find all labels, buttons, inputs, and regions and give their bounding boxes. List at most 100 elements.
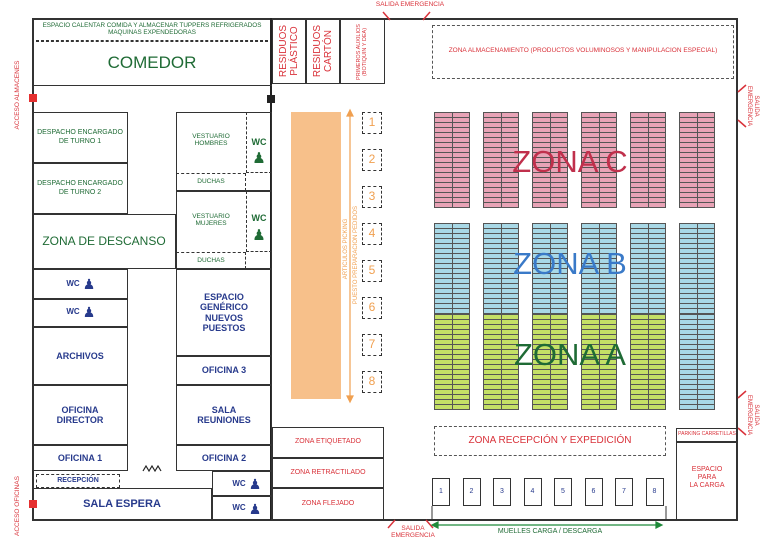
waste-plastic-bin <box>272 18 306 84</box>
reception-label: RECEPCIÓN <box>57 476 99 484</box>
emergency-exit-bottom: SALIDA EMERGENCIA <box>391 524 435 539</box>
rack-zone-b <box>581 223 617 319</box>
strapping-label: ZONA FLEJADO <box>301 500 355 508</box>
wc-4-room <box>212 496 272 521</box>
rack-zone-b <box>679 314 715 410</box>
zone-b-label: ZONA B <box>513 246 627 282</box>
zone-c-label: ZONA C <box>512 144 628 180</box>
picking-slot-3: 3 <box>362 186 382 208</box>
waiting-room-label: SALA ESPERA <box>83 497 161 510</box>
picking-slot-8: 8 <box>362 371 382 393</box>
rack-zone-b <box>630 223 666 319</box>
wc-women-area <box>246 191 272 252</box>
office-3-label: OFICINA 3 <box>201 365 247 376</box>
picking-slot-6: 6 <box>362 297 382 319</box>
bulk-storage-zone <box>432 25 734 79</box>
dock-7: 7 <box>615 478 633 506</box>
bulk-storage-label: ZONA ALMACENAMIENTO (PRODUCTOS VOLUMINOS… <box>448 47 718 55</box>
canteen-label: COMEDOR <box>107 53 197 73</box>
office-1-label: OFICINA 1 <box>57 452 103 463</box>
shrink-wrap-label: ZONA RETRACTILADO <box>290 468 366 476</box>
rack-zone-b <box>434 223 470 319</box>
man-icon: ♟ <box>252 150 266 168</box>
rack-zone-a <box>483 314 519 410</box>
wc-3-room <box>212 471 272 496</box>
rack-zone-a <box>434 314 470 410</box>
showers-men-area <box>176 173 246 191</box>
generic-space-room <box>176 269 272 356</box>
rest-zone-label: ZONA DE DESCANSO <box>42 233 166 248</box>
picking-slot-2: 2 <box>362 149 382 171</box>
forklift-parking-label: PARKING CARRETILLAS <box>678 431 736 438</box>
canteen-note: ESPACIO CALENTAR COMIDA Y ALMACENAR TUPP… <box>42 21 262 36</box>
picking-slot-4: 4 <box>362 223 382 245</box>
office-3-room <box>176 356 272 385</box>
picking-slot-5: 5 <box>362 260 382 282</box>
dock-8: 8 <box>645 478 664 506</box>
reception-expedition-label: ZONA RECEPCIÓN Y EXPEDICIÓN <box>468 435 632 447</box>
picking-slot-7: 7 <box>362 334 382 356</box>
person-icon: ♟ <box>248 500 262 517</box>
emergency-exit-top: SALIDA EMERGENCIA <box>375 1 445 9</box>
archives-room <box>32 327 128 385</box>
meeting-room <box>176 385 272 445</box>
woman-icon: ♟ <box>252 227 266 245</box>
docks-label: MUELLES CARGA / DESCARGA <box>497 527 603 535</box>
rack-zone-b <box>679 223 715 319</box>
director-office-label: OFICINA DIRECTOR <box>56 404 104 425</box>
wc-1-room <box>32 269 128 299</box>
dock-2: 2 <box>462 478 481 506</box>
rest-zone-room <box>32 214 176 269</box>
archives-label: ARCHIVOS <box>56 350 104 361</box>
shift-office-2-label: DESPACHO ENCARGADO DE TURNO 2 <box>37 180 123 196</box>
person-icon: ♟ <box>248 475 262 492</box>
access-warehouses-marker <box>29 94 37 102</box>
waste-plastic-label: RESIDUOS PLÁSTICO <box>277 24 301 78</box>
forklift-parking <box>676 428 738 442</box>
wc-4-label: WC <box>232 503 246 513</box>
generic-space-label: ESPACIO GENÉRICO NUEVOS PUESTOS <box>199 291 248 333</box>
order-prep-label: PUESTO PREPARACION PEDIDOS <box>352 205 359 305</box>
rack-zone-c <box>483 112 519 208</box>
locker-women-label: VESTUARIO MUJERES <box>192 212 230 227</box>
rack-zone-c <box>630 112 666 208</box>
canteen-room <box>32 40 272 86</box>
labeling-zone <box>272 427 384 458</box>
first-aid-label: PRIMEROS AUXILIOS (BOTIQUIN Y DEA) <box>355 24 368 80</box>
wc-men-area <box>246 112 272 173</box>
inner-door-marker <box>267 95 275 103</box>
wc-1-label: WC <box>66 279 80 289</box>
rack-zone-b <box>532 223 568 319</box>
rack-zone-b <box>483 223 519 319</box>
wc-3-label: WC <box>232 479 246 489</box>
director-office-room <box>32 385 128 445</box>
shift-office-2-room <box>32 163 128 214</box>
showers-women-area <box>176 252 246 269</box>
office-2-room <box>176 445 272 471</box>
labeling-label: ZONA ETIQUETADO <box>295 438 361 446</box>
rack-zone-c <box>434 112 470 208</box>
rack-zone-c <box>679 112 715 208</box>
picking-articles-label: ARTICULOS PICKING <box>342 218 349 280</box>
reception-expedition-zone <box>434 426 666 456</box>
dock-4: 4 <box>523 478 542 506</box>
showers-men-label: DUCHAS <box>197 178 225 186</box>
access-offices-marker <box>29 500 37 508</box>
person-icon: ♟ <box>82 303 96 320</box>
office-1-room <box>32 445 128 471</box>
zone-a-label: ZONA A <box>514 337 626 373</box>
waiting-room <box>32 488 212 521</box>
rack-zone-a <box>630 314 666 410</box>
person-icon: ♟ <box>82 275 96 292</box>
rack-zone-a <box>581 314 617 410</box>
picking-slot-1: 1 <box>362 112 382 134</box>
dock-5: 5 <box>554 478 572 506</box>
strapping-zone <box>272 488 384 521</box>
picking-shelf <box>291 112 341 399</box>
waste-cardboard-bin <box>306 18 340 84</box>
office-2-label: OFICINA 2 <box>201 452 247 463</box>
wc-2-room <box>32 299 128 327</box>
dock-6: 6 <box>584 478 603 506</box>
load-space-label: ESPACIO PARA LA CARGA <box>689 465 725 490</box>
